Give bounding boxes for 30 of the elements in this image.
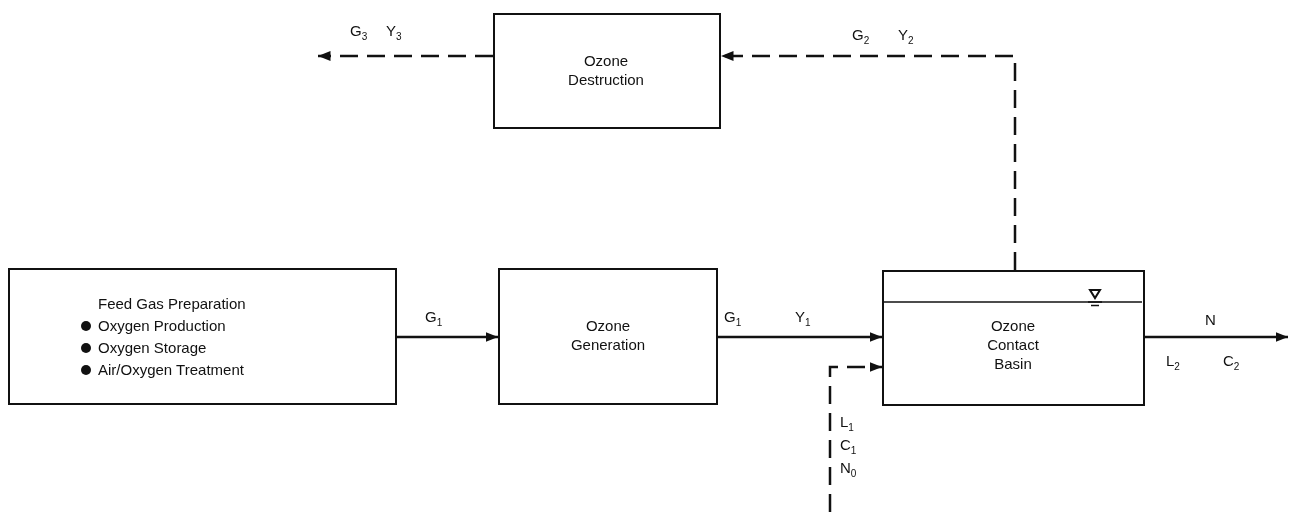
process-box (8, 268, 397, 405)
list-item: Oxygen Production (98, 316, 226, 335)
process-box (882, 270, 1145, 406)
process-box (498, 268, 718, 405)
stream-variable: C$_{2}$ (1223, 352, 1240, 374)
list-item: Air/Oxygen Treatment (98, 360, 244, 379)
flow-arrow (721, 51, 1017, 270)
stream-variable: N (1205, 311, 1216, 329)
stream-variable: G$_{2}$ (852, 26, 870, 48)
list-item: Oxygen Storage (98, 338, 207, 357)
box-label: Ozone Destruction (567, 51, 645, 89)
stream-variable: G$_{1}$ (425, 308, 443, 330)
stream-variable: Y$_{2}$ (898, 26, 914, 48)
flow-arrow (397, 332, 498, 342)
stream-variable: Y$_{1}$ (795, 308, 811, 330)
box-heading: Feed Gas Preparation (98, 294, 246, 313)
flow-arrow (318, 51, 493, 61)
stream-variable: L$_{2}$ (1166, 352, 1180, 374)
stream-variable: G$_{3}$ (350, 22, 368, 44)
box-label: Ozone Contact Basin (986, 316, 1040, 373)
flow-arrow (1145, 332, 1288, 342)
stream-variable: N$_{0}$ (840, 459, 857, 481)
stream-variable: G$_{1}$ (724, 308, 742, 330)
flow-arrow (828, 362, 882, 512)
flow-arrow (718, 332, 882, 342)
process-box (493, 13, 721, 129)
box-label: Ozone Generation (569, 316, 647, 354)
stream-variable: Y$_{3}$ (386, 22, 402, 44)
stream-variable: L$_{1}$ (840, 413, 854, 435)
stream-variable: C$_{1}$ (840, 436, 857, 458)
